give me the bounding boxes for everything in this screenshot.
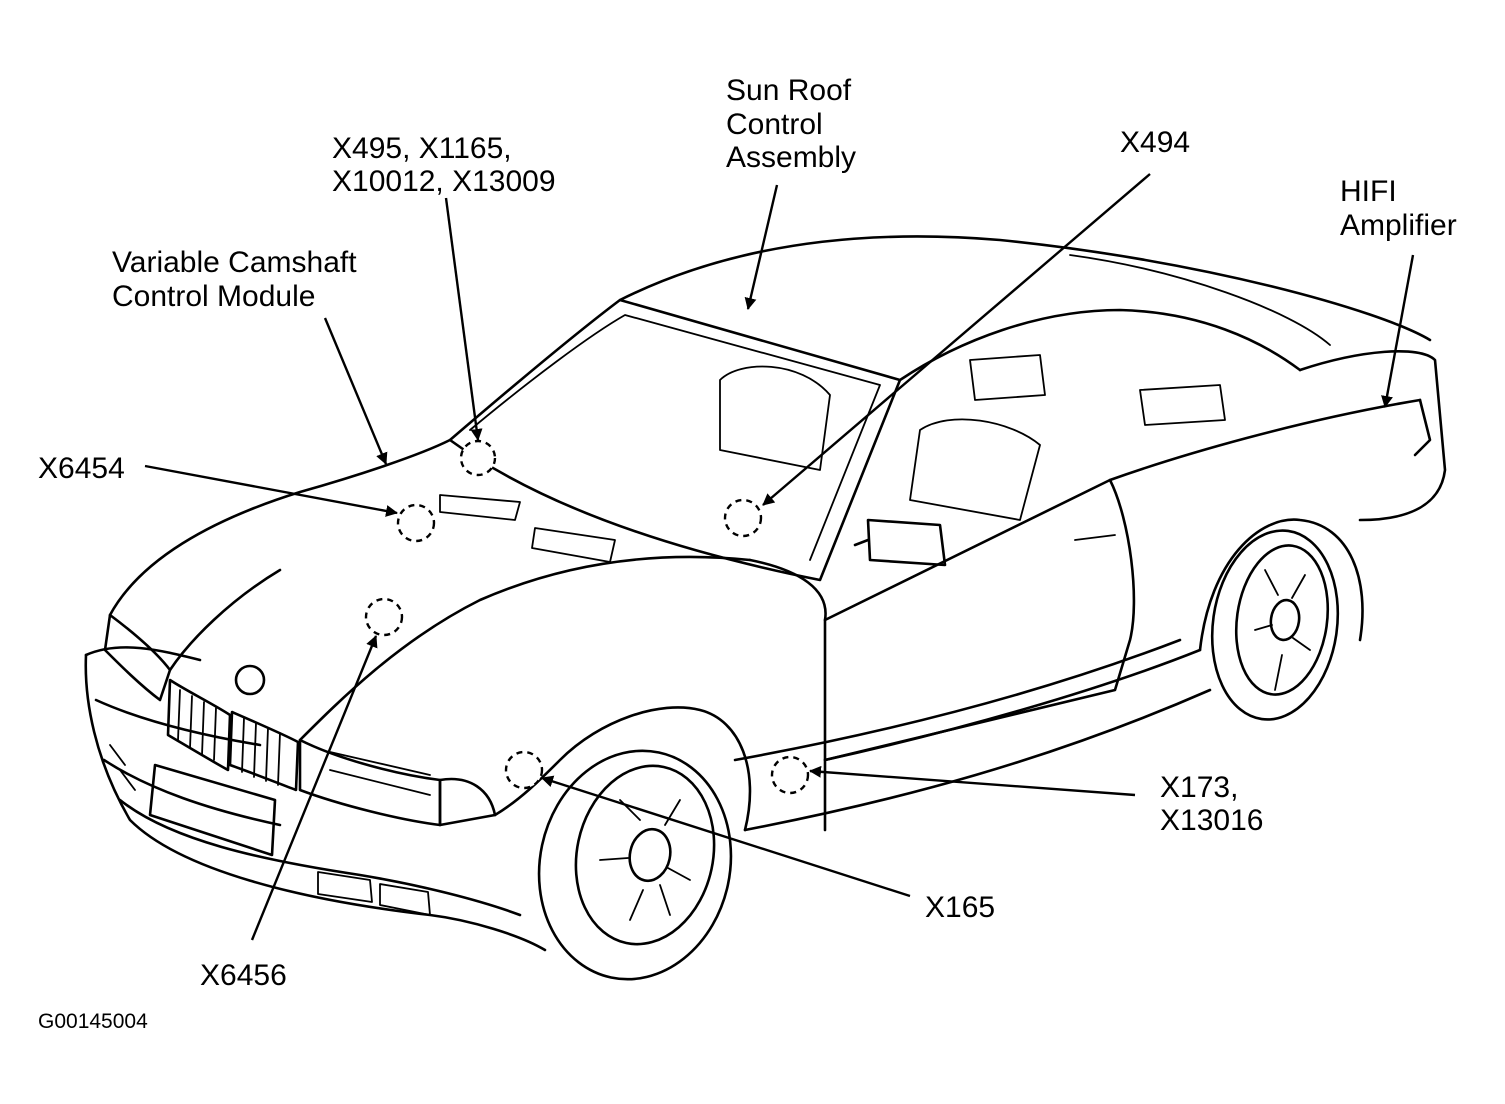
leader-x495: [444, 197, 483, 441]
marker-x173: [770, 755, 810, 795]
leader-hifi: [1381, 254, 1415, 408]
label-sun-roof: Sun Roof Control Assembly: [726, 74, 859, 174]
leader-x173: [809, 765, 1136, 797]
label-hifi: HIFI Amplifier: [1340, 175, 1457, 242]
car-illustration: [84, 235, 1447, 981]
marker-x494: [723, 498, 763, 538]
leader-x165: [541, 775, 911, 898]
label-x6454: X6454: [38, 452, 125, 485]
leader-x6454: [144, 464, 398, 517]
marker-x6454: [396, 503, 436, 543]
figure-id: G00145004: [38, 1010, 148, 1033]
callout-labels: Variable Camshaft Control Module X495, X…: [38, 74, 1457, 992]
leader-sun-roof: [744, 184, 779, 310]
marker-x6456: [364, 597, 404, 637]
leader-variable-camshaft: [323, 317, 388, 465]
label-variable-camshaft: Variable Camshaft Control Module: [112, 246, 365, 313]
label-x6456: X6456: [200, 959, 287, 992]
leader-x6456: [250, 635, 378, 941]
location-markers: [364, 439, 810, 795]
leader-lines: [144, 173, 1415, 941]
label-x495: X495, X1165, X10012, X13009: [332, 132, 556, 198]
leader-x494: [762, 173, 1151, 506]
marker-x495: [459, 439, 497, 477]
label-x165: X165: [925, 891, 995, 924]
label-x173: X173, X13016: [1160, 771, 1263, 837]
marker-x165: [504, 750, 544, 790]
label-x494: X494: [1120, 126, 1190, 159]
